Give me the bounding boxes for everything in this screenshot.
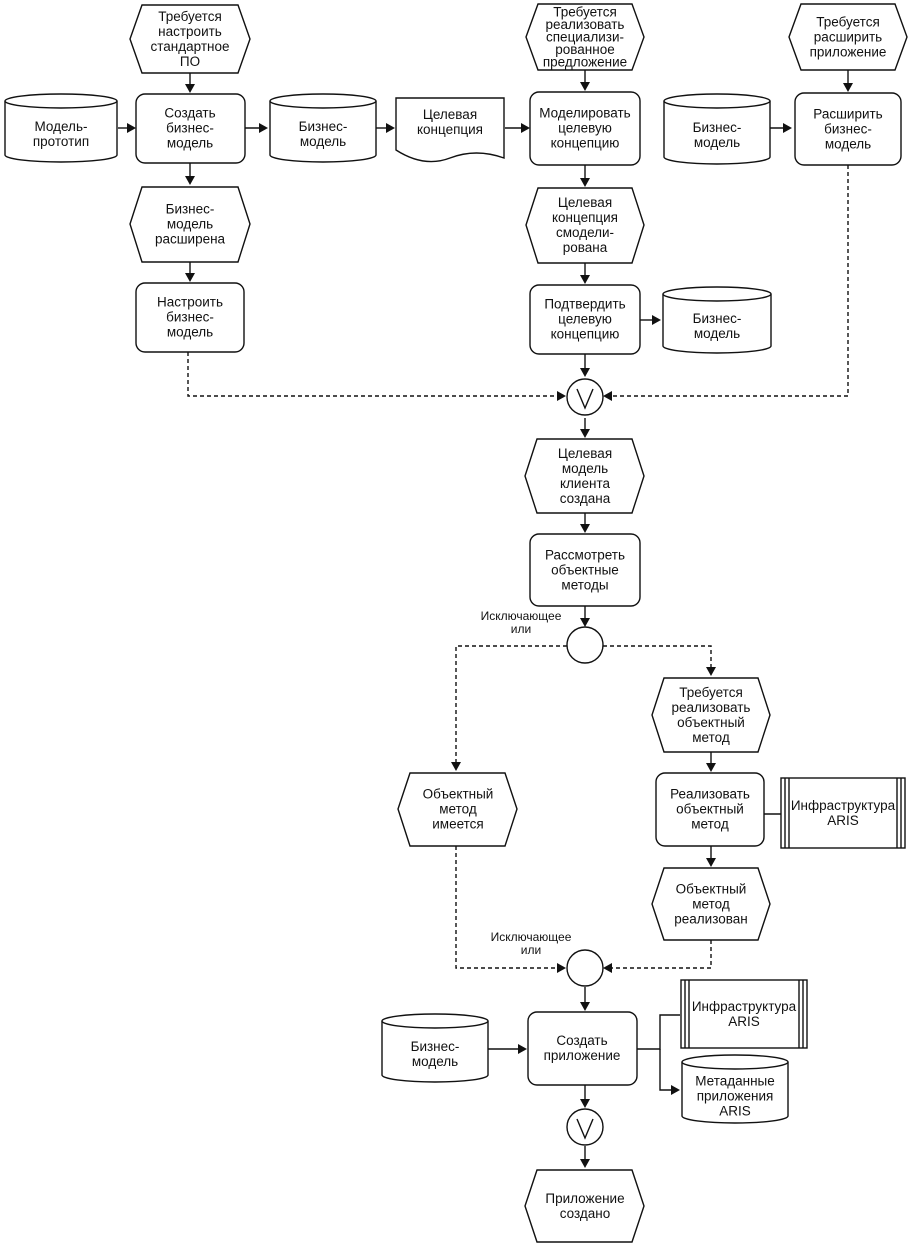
- connections: [118, 70, 853, 1168]
- datastore-business-model-2: [663, 93, 771, 165]
- function-create-bm: [135, 93, 246, 164]
- datastore-business-model-4-text: Бизнес-модель: [411, 1039, 460, 1069]
- datastore-business-model-3-text: Бизнес-модель: [693, 311, 742, 341]
- data-stores: Модель-прототип Бизнес-модель Бизнес-мод…: [4, 93, 789, 1124]
- datastore-app-metadata: [681, 1054, 789, 1124]
- system-aris-infra-2: [680, 979, 808, 1049]
- event-target-modeled: [525, 187, 645, 264]
- event-object-method-exists: [397, 772, 518, 847]
- connector-xor-2: [566, 949, 604, 987]
- event-need-std-sw: [129, 4, 251, 74]
- datastore-business-model-1-text: Бизнес-модель: [299, 119, 348, 149]
- event-target-client-created: [524, 438, 645, 514]
- connector-or-1-symbol: [576, 388, 594, 410]
- function-review-methods: [529, 533, 641, 607]
- event-bm-extended: [129, 186, 251, 263]
- document-target-concept: [395, 97, 505, 163]
- connector-or-1: [566, 378, 604, 416]
- edge-create-app-metadata: [659, 1049, 675, 1091]
- system-aris-infra-1: [780, 777, 906, 849]
- edge-configure-to-or: [187, 352, 560, 397]
- connector-or-2: [566, 1108, 604, 1146]
- edge-extend-to-or: [609, 165, 849, 397]
- edge-xor-to-exists: [455, 645, 567, 765]
- event-need-extend: [788, 3, 908, 71]
- edge-done-to-xor2: [609, 940, 712, 969]
- edge-exists-to-xor2: [455, 846, 560, 969]
- event-need-special: [525, 3, 645, 71]
- event-object-method-done: [651, 867, 771, 941]
- edge-create-app-infra: [637, 1014, 680, 1050]
- datastore-business-model-4: [381, 1013, 489, 1083]
- connector-or-2-symbol: [576, 1118, 594, 1140]
- function-configure-bm: [135, 282, 245, 353]
- function-implement-method: [655, 772, 765, 847]
- datastore-business-model-2-text: Бизнес-модель: [693, 120, 742, 150]
- datastore-prototype-model: [4, 93, 118, 163]
- datastore-prototype-model-text: Модель-прототип: [33, 119, 89, 149]
- function-extend-bm: [794, 92, 902, 166]
- edge-xor-to-need-method: [603, 645, 712, 670]
- function-model-target: [529, 91, 641, 166]
- event-need-object-method: [651, 677, 771, 753]
- datastore-business-model-1: [269, 93, 377, 163]
- event-app-created: [524, 1169, 645, 1243]
- function-create-app: [527, 1011, 638, 1086]
- connector-xor-1: [566, 626, 604, 664]
- function-confirm-target: [529, 284, 641, 355]
- datastore-business-model-3: [662, 286, 772, 354]
